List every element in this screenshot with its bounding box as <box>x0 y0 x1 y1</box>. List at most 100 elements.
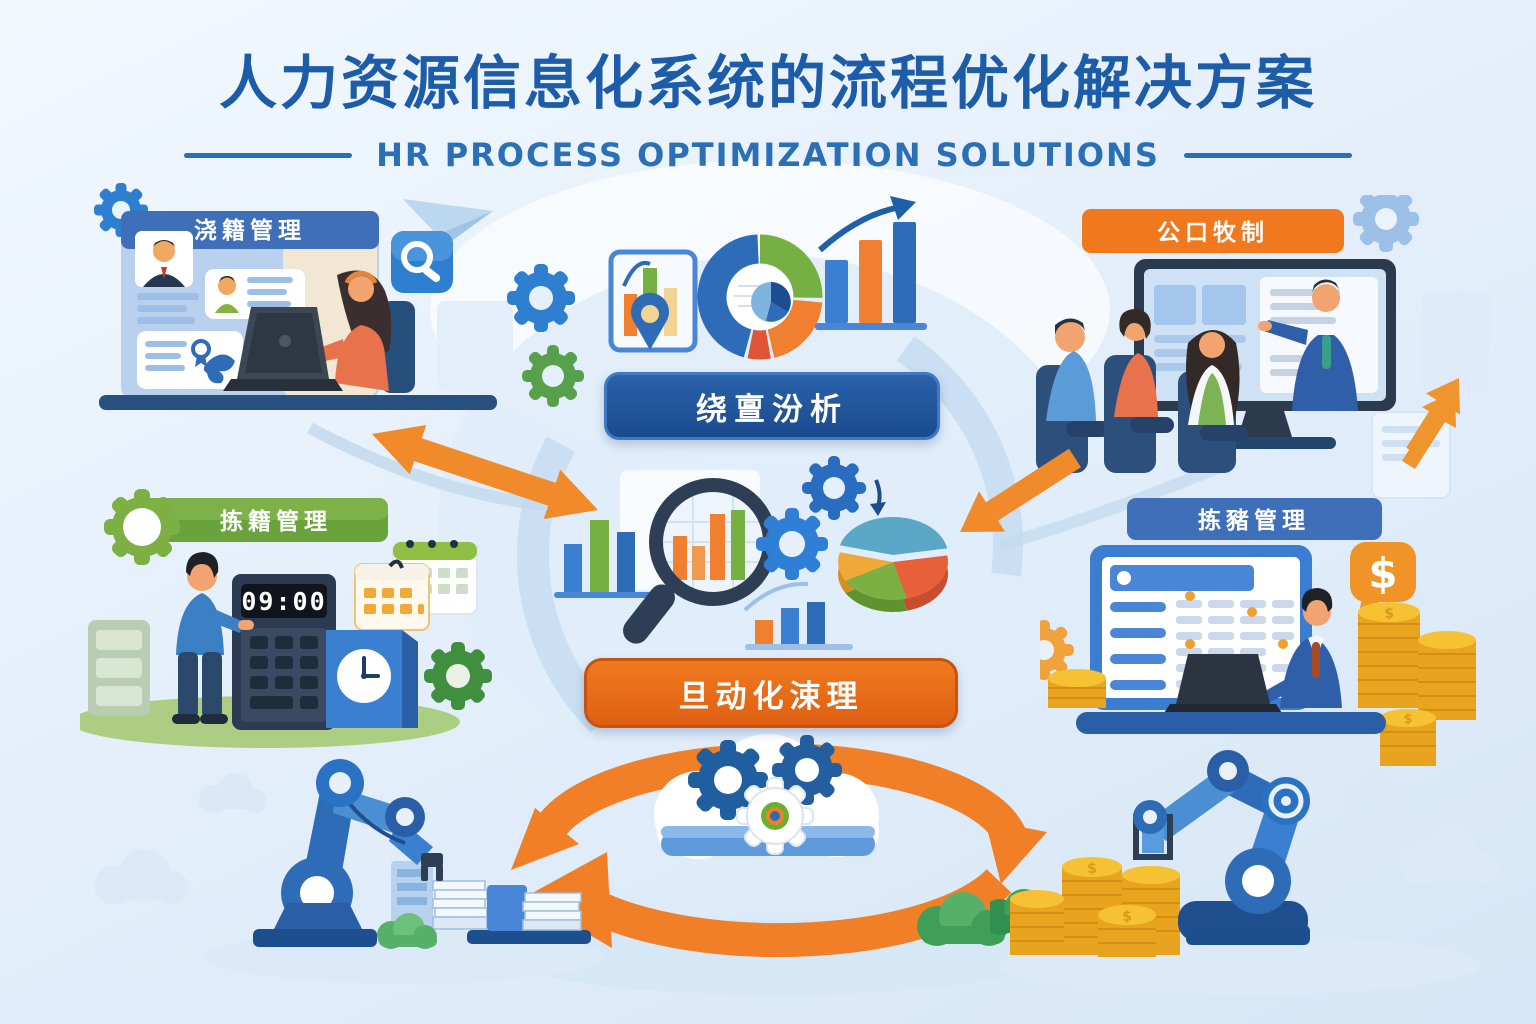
cloud-icon <box>1338 768 1408 811</box>
page-title: 人力资源信息化系统的流程优化解决方案 <box>218 49 1317 117</box>
attendance-banner: 拣籍管理 <box>140 498 388 542</box>
laptop <box>223 307 343 391</box>
file-cabinet <box>88 620 150 716</box>
paper-plane-icon <box>403 199 493 243</box>
lens-bars <box>673 510 745 580</box>
desk <box>99 395 497 410</box>
arrow-inward <box>960 448 1081 532</box>
presentation-monitor <box>1134 259 1396 411</box>
subtitle-rule-right <box>1183 152 1352 158</box>
cloud-icon <box>1400 828 1500 885</box>
accountant-figure <box>1260 588 1342 708</box>
paper-stack <box>432 880 488 930</box>
donut-chart <box>697 234 823 360</box>
coin-stack: $ <box>1098 905 1156 957</box>
gear-icon <box>688 740 768 820</box>
coin-stack <box>1048 669 1106 708</box>
arrowhead <box>985 820 1047 884</box>
center-top-charts <box>608 196 927 360</box>
cursor-arrow-icon <box>1406 378 1460 457</box>
gear-icon <box>424 642 492 710</box>
mini-pie <box>751 282 791 322</box>
coin-dollar-mark: $ <box>1087 861 1097 877</box>
torso <box>335 325 389 391</box>
coin-stack <box>1418 631 1476 720</box>
gear-icon <box>522 345 584 407</box>
time-clock-machine: 09:00 <box>232 574 336 730</box>
gear-icon <box>1040 620 1074 680</box>
bar-chart <box>554 520 674 598</box>
text-lines <box>137 293 199 324</box>
gripper <box>421 853 443 881</box>
scene-payroll: 拣豬管理 <box>1040 498 1476 766</box>
recruitment-banner: 浇籍管理 <box>121 211 379 249</box>
badge-card <box>137 331 243 389</box>
robot-arm-right: $ $ <box>990 750 1480 995</box>
page-subtitle: HR PROCESS OPTIMIZATION SOLUTIONS <box>376 136 1160 174</box>
mini-bar-chart <box>608 249 698 353</box>
gear-icon <box>756 508 828 580</box>
payroll-banner: 拣豬管理 <box>1127 498 1382 540</box>
arc-ring-right <box>513 290 1023 800</box>
employee-figure <box>172 552 254 724</box>
cloud-icon <box>1316 819 1384 855</box>
subtitle-row: HR PROCESS OPTIMIZATION SOLUTIONS <box>0 136 1536 174</box>
scene-attendance: 拣籍管理 09:00 <box>80 489 492 748</box>
automation-banner: 旦动化涑理 <box>584 658 958 728</box>
gear-icon <box>1353 195 1419 252</box>
clock-cube <box>326 630 418 728</box>
desk <box>1076 712 1386 734</box>
calendar-icon <box>354 559 430 631</box>
presenter <box>1258 279 1358 411</box>
coin-stacks: $ $ <box>1010 857 1180 957</box>
arrowhead <box>511 808 579 870</box>
recruitment-label: 浇籍管理 <box>194 217 306 244</box>
dollar-sign: $ <box>1368 549 1397 598</box>
gear-icon <box>772 735 842 805</box>
analysis-banner: 绕亶汾析 <box>604 372 940 440</box>
faint-panel <box>437 301 513 391</box>
subtitle-rule-left <box>184 152 353 158</box>
coin-dollar-mark: $ <box>1403 712 1412 727</box>
gear-icon <box>104 489 180 565</box>
swoosh-left <box>307 422 546 511</box>
audience-member <box>1036 318 1110 473</box>
attendance-label: 拣籍管理 <box>220 508 332 535</box>
monitor-base <box>1216 437 1336 449</box>
bird-shape <box>203 354 235 384</box>
gear-icon <box>736 777 814 855</box>
growth-bar-chart <box>815 196 927 330</box>
bush <box>377 913 437 949</box>
time-display: 09:00 <box>241 587 326 616</box>
training-banner: 公口牧制 <box>1082 209 1344 253</box>
arrow-bidirectional <box>372 425 598 519</box>
ribbon-badge-icon <box>191 339 235 384</box>
cloud-icon <box>95 849 189 905</box>
coin-stack: $ <box>1358 602 1420 708</box>
gear-icon <box>802 456 866 520</box>
small-bar-chart <box>743 581 853 650</box>
monitor-stand <box>1238 411 1292 437</box>
resume-card <box>135 231 193 287</box>
decor-gears <box>507 264 584 407</box>
pie-chart-3d <box>838 479 949 612</box>
face <box>348 276 374 302</box>
scene-recruitment: 浇籍管理 <box>94 183 513 410</box>
trend-arrowhead <box>890 196 916 220</box>
cloud-icon <box>199 773 267 813</box>
woman-at-laptop <box>297 270 415 393</box>
gear-icon <box>507 264 575 332</box>
robot-arm <box>253 759 443 947</box>
audience-member <box>1104 309 1174 473</box>
coin-stack <box>1010 890 1064 955</box>
audience-member <box>1178 330 1248 473</box>
automation-cycle <box>510 734 1047 995</box>
automation-label: 旦动化涑理 <box>678 678 864 715</box>
headband <box>344 270 378 285</box>
location-pin-icon <box>631 292 669 350</box>
training-label: 公口牧制 <box>1157 219 1269 246</box>
swoosh-right <box>998 459 1228 551</box>
coin-dollar-mark: $ <box>1384 606 1394 622</box>
coin-stack: $ <box>1380 709 1436 766</box>
